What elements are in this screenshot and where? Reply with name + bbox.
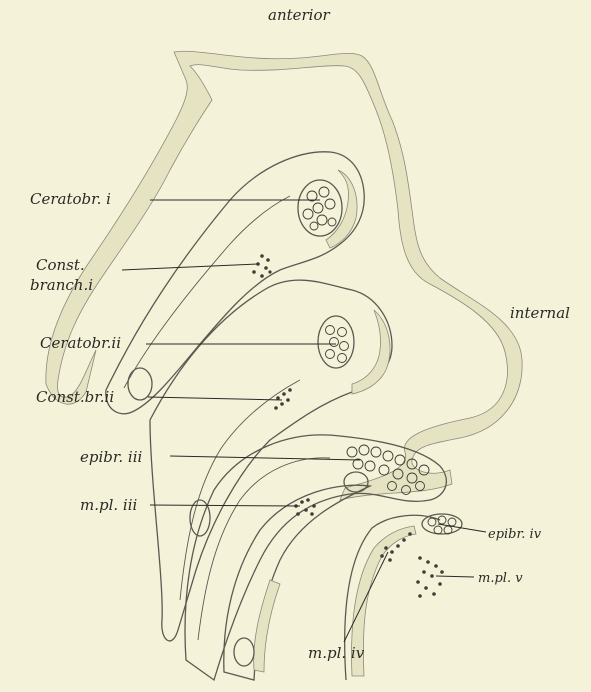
label-const-branch-i-line2: branch.i — [30, 276, 93, 294]
constrictor-branchialis-ii-dots — [274, 388, 292, 410]
label-ceratobr-ii: Ceratobr.ii — [40, 334, 121, 352]
orientation-anterior: anterior — [268, 6, 331, 24]
orientation-internal: internal — [510, 304, 570, 322]
ceratobranchial-i-cells — [303, 187, 336, 230]
leader-m-pl-iii — [150, 505, 300, 506]
leader-m-pl-v — [436, 576, 474, 577]
label-const-branch-i-line1: Const. — [36, 256, 85, 274]
label-const-br-ii: Const.br.ii — [36, 388, 114, 406]
label-epibr-iv: epibr. iv — [488, 527, 542, 542]
body-wall — [46, 51, 522, 500]
label-m-pl-iv: m.pl. iv — [308, 644, 365, 662]
label-m-pl-v: m.pl. v — [478, 571, 523, 586]
leader-const-br-ii — [148, 397, 282, 400]
label-m-pl-iii: m.pl. iii — [80, 496, 138, 514]
label-ceratobr-i: Ceratobr. i — [30, 190, 111, 208]
leader-epibr-iii — [170, 456, 360, 460]
ceratobranchial-ii-cartilage — [318, 316, 354, 368]
m-pl-v-dots — [416, 556, 444, 598]
constrictor-branchialis-i-dots — [252, 254, 271, 278]
label-epibr-iii: epibr. iii — [80, 448, 143, 466]
m-pl-iii-dots — [294, 498, 316, 516]
leader-const-branch-i — [122, 264, 258, 270]
